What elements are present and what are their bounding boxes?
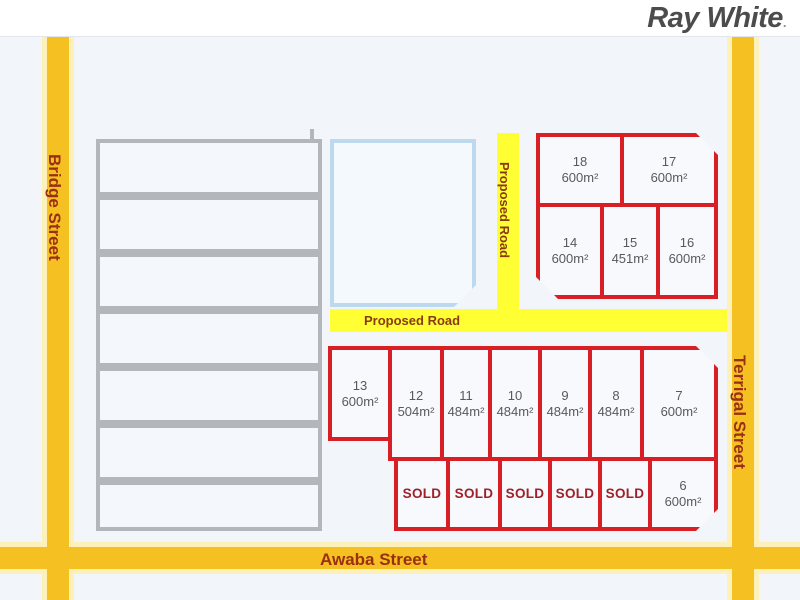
lot-status: SOLD <box>402 485 442 501</box>
lot-number: 11 <box>459 387 473 403</box>
lot-number: 8 <box>612 387 620 403</box>
existing-lot <box>96 367 322 424</box>
lot-area: 484m² <box>597 403 635 419</box>
lot-12[interactable]: 12 504m² <box>388 346 444 461</box>
lot-16[interactable]: 16 600m² <box>656 203 718 299</box>
awaba-street-band[interactable] <box>0 547 800 569</box>
existing-lot <box>96 424 322 481</box>
lot-area: 504m² <box>397 403 435 419</box>
bridge-street-band[interactable] <box>47 37 69 600</box>
lot-17[interactable]: 17 600m² <box>620 133 718 207</box>
lot-area: 600m² <box>341 393 379 409</box>
lot-number: 9 <box>561 387 569 403</box>
lot-number: 14 <box>562 235 578 251</box>
ray-white-logo: Ray White. <box>647 2 786 35</box>
existing-lot-notch <box>310 129 322 143</box>
lot-sold[interactable]: SOLD <box>598 457 652 531</box>
lot-10[interactable]: 10 484m² <box>488 346 542 461</box>
lot-number: 17 <box>661 154 677 170</box>
lot-number: 15 <box>622 235 638 251</box>
lot-status: SOLD <box>505 485 545 501</box>
lot-area: 600m² <box>664 494 702 509</box>
lot-9[interactable]: 9 484m² <box>538 346 592 461</box>
lot-number: 12 <box>408 387 424 403</box>
lot-area: 600m² <box>561 170 599 185</box>
lot-number: 16 <box>679 235 695 251</box>
lot-sold[interactable]: SOLD <box>394 457 450 531</box>
lot-sold[interactable]: SOLD <box>498 457 552 531</box>
lot-11[interactable]: 11 484m² <box>440 346 492 461</box>
proposed-road-east-link <box>519 309 738 332</box>
map-canvas: Proposed Road Proposed Road Bridge Stree… <box>0 36 800 600</box>
lot-13[interactable]: 13 600m² <box>328 346 392 441</box>
lot-area: 484m² <box>447 403 485 419</box>
terrigal-street-band[interactable] <box>732 37 754 600</box>
page-header: Ray White. <box>0 0 800 36</box>
lot-sold[interactable]: SOLD <box>446 457 502 531</box>
lot-number: 7 <box>675 387 683 403</box>
lot-7[interactable]: 7 600m² <box>640 346 718 461</box>
brand-name: Ray White <box>647 2 783 34</box>
lot-number: 18 <box>572 154 588 170</box>
proposed-road-vertical-label: Proposed Road <box>497 162 512 259</box>
existing-lot <box>96 253 322 310</box>
lot-18[interactable]: 18 600m² <box>536 133 624 207</box>
existing-lot <box>96 481 322 531</box>
lot-number: 10 <box>507 387 523 403</box>
proposed-road-vertical-band <box>497 133 519 315</box>
brand-mark: . <box>782 15 787 30</box>
lot-area: 484m² <box>496 403 534 419</box>
lot-number: 13 <box>352 377 368 393</box>
lot-6[interactable]: 6 600m² <box>648 457 718 531</box>
existing-lot <box>96 196 322 253</box>
lot-8[interactable]: 8 484m² <box>588 346 644 461</box>
lot-area: 600m² <box>668 251 706 266</box>
lot-sold[interactable]: SOLD <box>548 457 602 531</box>
lot-14[interactable]: 14 600m² <box>536 203 604 299</box>
lot-status: SOLD <box>555 485 595 501</box>
lot-15[interactable]: 15 451m² <box>600 203 660 299</box>
lot-area: 600m² <box>660 403 698 419</box>
proposed-road-horizontal-label: Proposed Road <box>364 313 461 328</box>
blue-parcel <box>330 139 476 307</box>
existing-lot <box>96 139 322 196</box>
lot-status: SOLD <box>454 485 494 501</box>
terrigal-street-label: Terrigal Street <box>730 355 749 470</box>
lot-area: 600m² <box>650 170 688 185</box>
lot-area: 484m² <box>546 403 584 419</box>
awaba-street-label: Awaba Street <box>320 550 428 569</box>
bridge-street-label: Bridge Street <box>45 154 64 261</box>
proposed-road-horizontal-band <box>330 309 519 332</box>
lot-number: 6 <box>679 478 687 494</box>
existing-lot <box>96 310 322 367</box>
lot-area: 451m² <box>611 251 649 266</box>
lot-status: SOLD <box>605 485 645 501</box>
lot-area: 600m² <box>551 251 589 266</box>
